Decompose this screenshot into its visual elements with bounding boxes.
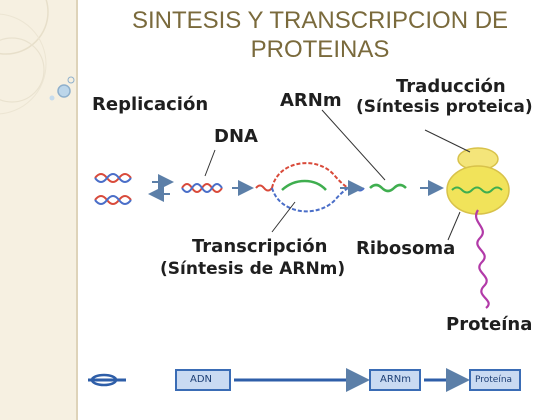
label-transcripcion-line1: Transcripción	[192, 236, 328, 257]
title-line-1: SINTESIS Y TRANSCRIPCION DE	[131, 7, 509, 34]
decorative-circles	[0, 0, 75, 115]
title-line-2: PROTEINAS	[250, 36, 390, 63]
label-traduccion-line2: (Síntesis proteica)	[356, 97, 533, 117]
label-arnm: ARNm	[280, 90, 342, 111]
label-dna: DNA	[214, 126, 258, 147]
label-replicacion: Replicación	[92, 94, 209, 115]
mrna-strand	[369, 183, 407, 193]
sidebar-divider	[76, 0, 78, 420]
protein-chain	[475, 209, 490, 309]
slide-title: SINTESIS Y TRANSCRIPCION DE PROTEINAS	[80, 6, 560, 64]
pointer-transcripcion	[271, 201, 296, 233]
ribosome	[446, 147, 510, 215]
label-transcripcion-line2: (Síntesis de ARNm)	[160, 259, 346, 279]
label-ribosoma: Ribosoma	[356, 238, 456, 259]
pointer-ribosoma	[447, 211, 461, 241]
dna-helix	[181, 183, 223, 193]
pointer-dna	[204, 149, 216, 177]
pointer-traduccion	[424, 129, 471, 153]
flow-box-arnm	[369, 369, 421, 391]
pointer-arnm	[321, 109, 386, 181]
label-traduccion-line1: Traducción	[396, 76, 506, 97]
replication-arrows	[148, 174, 174, 202]
replicating-dna	[94, 173, 132, 205]
flow-box-proteina	[469, 369, 521, 391]
flow-loop	[90, 373, 118, 387]
flow-label-adn: ADN	[190, 374, 213, 385]
flow-box-adn	[175, 369, 231, 391]
flow-label-proteina: Proteína	[475, 375, 513, 385]
bottom-flow	[88, 368, 521, 392]
flow-label-arnm: ARNm	[380, 374, 412, 385]
label-proteina: Proteína	[446, 314, 533, 335]
slide-sidebar	[0, 0, 76, 420]
